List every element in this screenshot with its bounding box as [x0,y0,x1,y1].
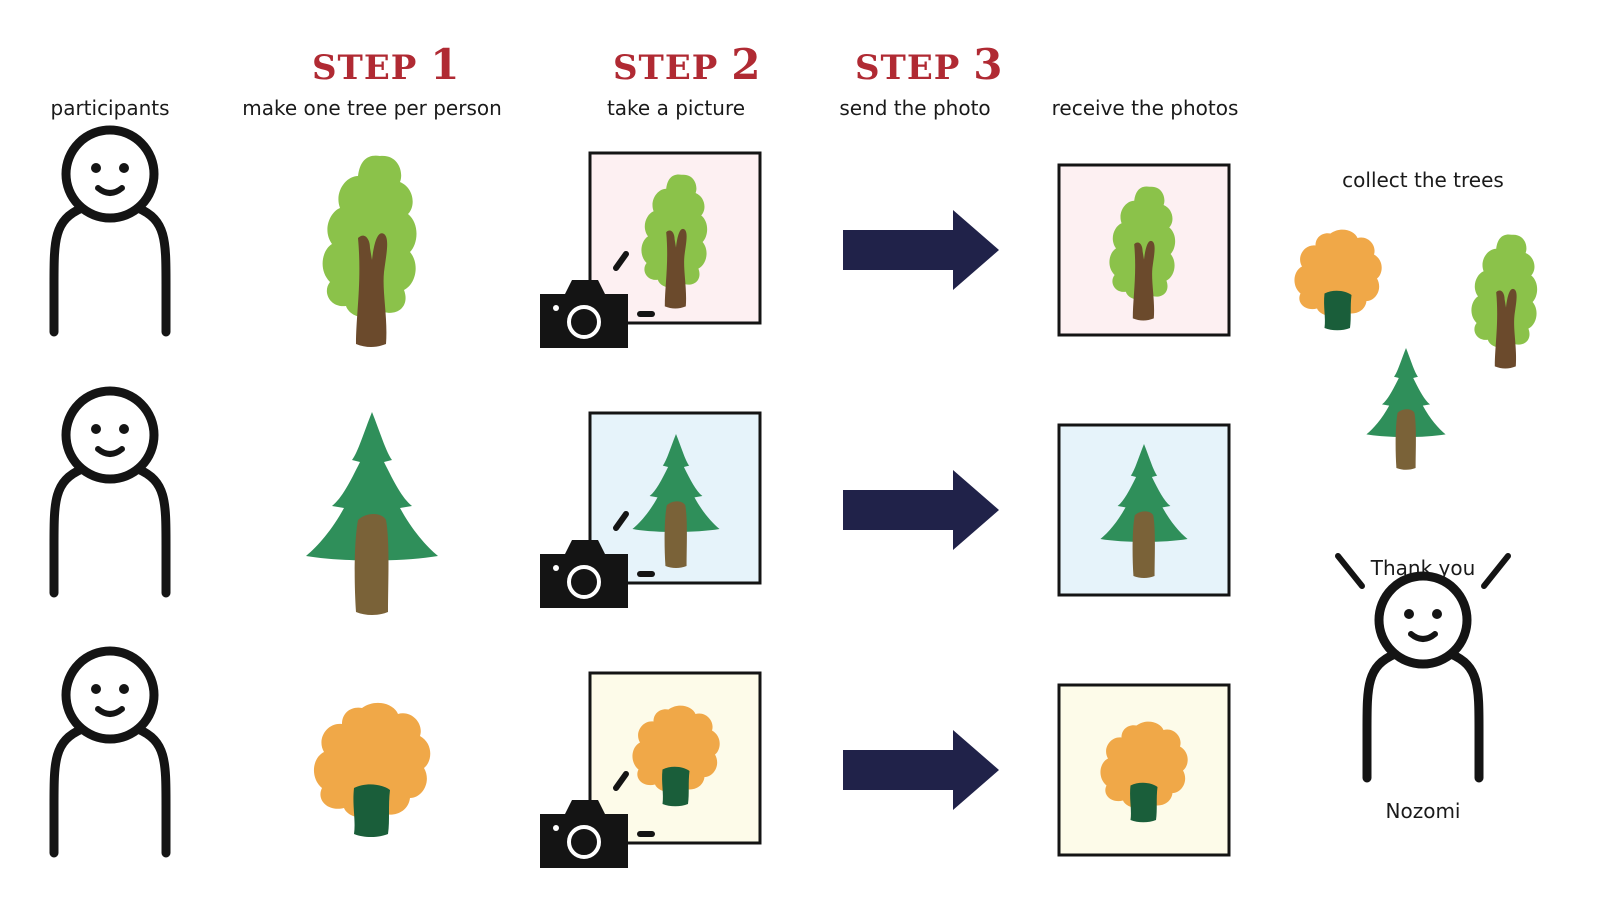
step-1-word: STEP [312,48,418,88]
received-photo-row-1 [1057,163,1231,337]
caption-take-picture: take a picture [606,96,746,120]
caption-nozomi: Nozomi [1385,799,1461,823]
fir-tree-icon [306,412,438,615]
collected-fir-tree-icon [1366,348,1446,470]
caption-send-photo: send the photo [839,96,991,120]
caption-make-tree: make one tree per person [242,96,502,120]
step-2-heading: STEP 2 [613,40,761,89]
participant-1-icon [54,130,166,332]
caption-participants: participants [50,96,170,120]
collected-leafy-tree-icon [1471,234,1538,369]
send-arrow-row-2 [843,470,999,550]
leafy-green-tree-icon [322,155,417,347]
step-2-number: 2 [731,40,762,89]
step-2-word: STEP [613,48,719,88]
caption-receive-photos: receive the photos [1051,96,1239,120]
step-3-word: STEP [855,48,961,88]
step-3-heading: STEP 3 [855,40,1003,89]
send-arrow-row-1 [843,210,999,290]
participant-3-icon [54,651,166,853]
nozomi-person-icon [1367,576,1479,778]
thank-you-mark-right [1481,553,1511,589]
participant-2-icon [54,391,166,593]
collected-orange-bush-tree-icon [1294,229,1382,331]
send-arrow-row-3 [843,730,999,810]
step-1-heading: STEP 1 [312,40,460,89]
thank-you-mark-left [1335,553,1365,589]
received-photo-row-2 [1057,423,1231,597]
step-1-number: 1 [430,40,461,89]
received-photo-row-3 [1057,683,1231,857]
orange-bush-tree-icon [313,702,431,837]
step-3-number: 3 [973,40,1004,89]
caption-collect-trees: collect the trees [1342,168,1504,192]
